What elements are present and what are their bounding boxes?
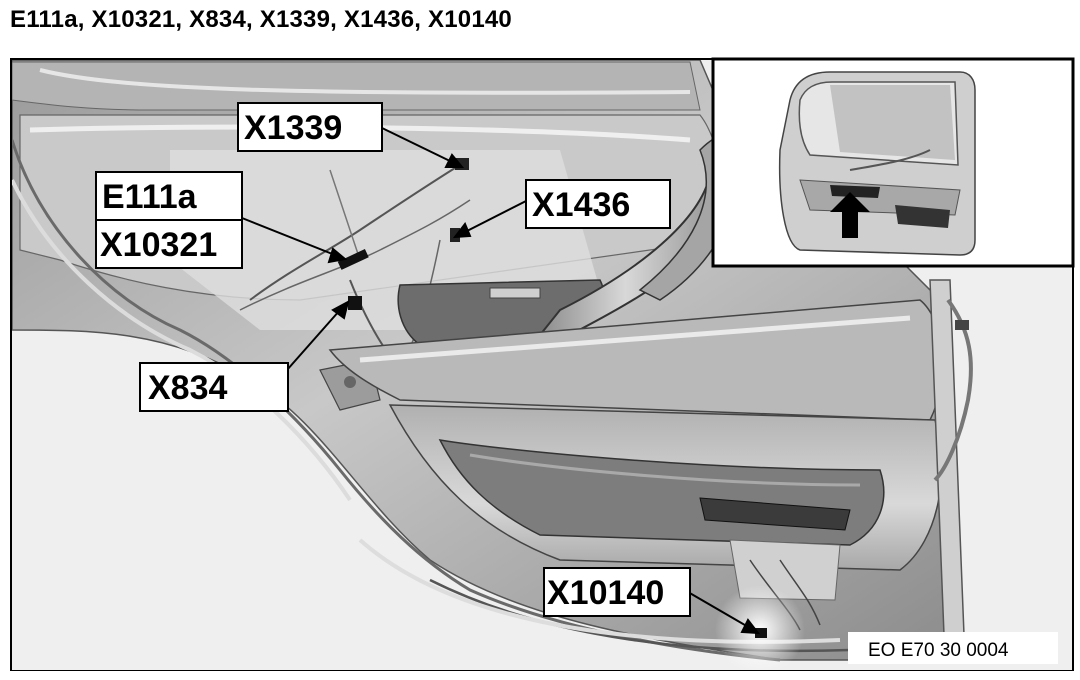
page-title: E111a, X10321, X834, X1339, X1436, X1014… — [10, 6, 512, 33]
callout-e111a: E111a — [95, 171, 243, 221]
callout-label: X1339 — [244, 109, 342, 147]
callout-x10321: X10321 — [95, 219, 243, 269]
callout-x10140: X10140 — [543, 567, 691, 617]
connector-x834 — [348, 296, 362, 310]
leader-lines — [241, 127, 761, 635]
inset-overview — [711, 57, 1075, 268]
callout-x1339: X1339 — [237, 102, 383, 152]
callout-label: X10321 — [100, 226, 217, 264]
callout-label: X10140 — [547, 574, 664, 612]
callout-label: X834 — [148, 369, 227, 407]
arrow-up-icon — [830, 192, 870, 238]
connector-x10140 — [755, 628, 767, 638]
reference-code: EO E70 30 0004 — [848, 632, 1058, 664]
reference-label: EO E70 30 0004 — [868, 640, 1009, 661]
callout-x834: X834 — [139, 362, 289, 412]
connector-x1436 — [450, 228, 460, 242]
callout-label: X1436 — [532, 186, 630, 224]
connector-e111a — [337, 249, 369, 270]
callout-x1436: X1436 — [525, 179, 671, 229]
callout-label: E111a — [102, 178, 198, 216]
